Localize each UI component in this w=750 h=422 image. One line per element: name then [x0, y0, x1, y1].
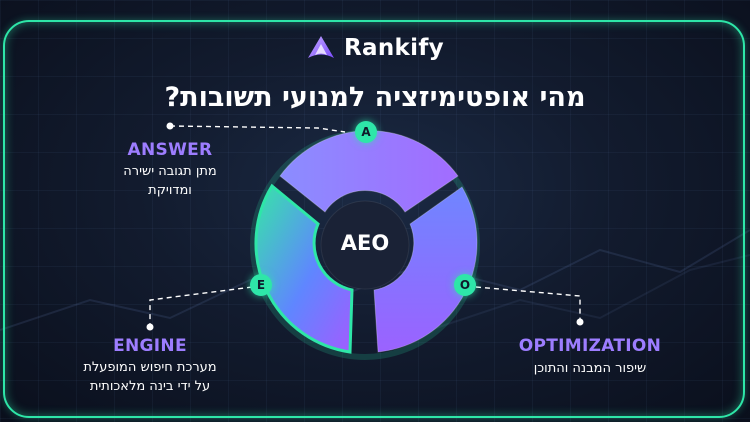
engine-heading: ENGINE [113, 336, 187, 356]
answer-heading: ANSWER [127, 140, 213, 160]
segment-optimization[interactable] [373, 186, 478, 353]
node-e[interactable]: E [250, 274, 272, 296]
answer-text: מתן תגובה ישירה ומדויקת [100, 162, 240, 200]
answer-line-2: ומדויקת [148, 183, 192, 198]
brand-name: Rankify [344, 35, 444, 61]
rankify-logo-icon [308, 36, 335, 58]
page-title: מהי אופטימיזציה למנועי תשובות? [164, 82, 586, 113]
glow-border [3, 20, 745, 418]
optimization-text: שיפור המבנה והתוכן [515, 359, 665, 378]
engine-line-1: מערכת חיפוש המופעלת [83, 360, 217, 375]
center-label: AEO [340, 231, 390, 255]
segment-answer[interactable] [279, 130, 459, 213]
optimization-heading: OPTIMIZATION [518, 336, 662, 356]
engine-line-2: על ידי בינה מלאכותית [89, 379, 211, 394]
node-o[interactable]: O [454, 274, 476, 296]
optimization-line-1: שיפור המבנה והתוכן [533, 361, 647, 376]
node-a[interactable]: A [355, 121, 377, 143]
segment-engine[interactable] [254, 183, 354, 354]
engine-text: מערכת חיפוש המופעלת על ידי בינה מלאכותית [70, 358, 230, 396]
answer-line-1: מתן תגובה ישירה [123, 164, 217, 179]
brand-logo[interactable]: Rankify [0, 34, 750, 62]
center-disc [320, 200, 410, 290]
